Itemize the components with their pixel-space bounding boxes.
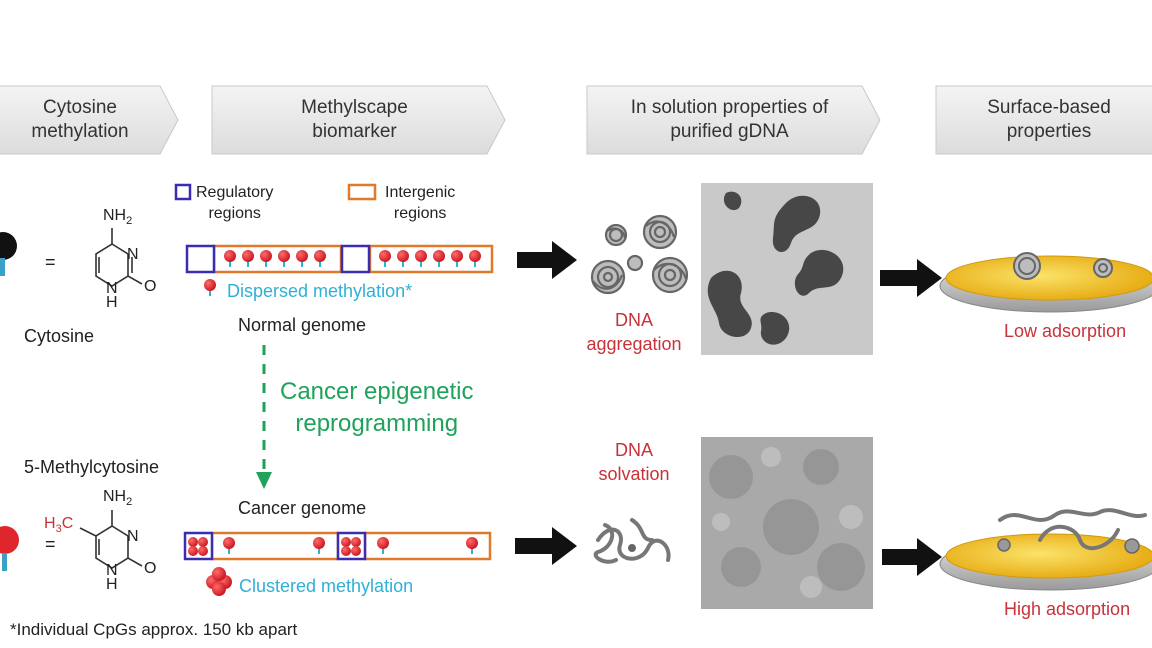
methylcytosine-name: 5-Methylcytosine: [24, 457, 160, 477]
methylcytosine-c-marker: [0, 526, 19, 571]
methylcytosine-methyl-group: H3C: [44, 515, 74, 536]
dna-solvated-illustration: [593, 518, 671, 564]
header-chevron-4: [935, 85, 1152, 155]
cytosine-nh2: NH2: [103, 207, 133, 228]
dispersed-methylation-icon: [203, 278, 217, 297]
arrow-solvation-to-surface: [882, 538, 942, 576]
cancer-genome-label: Cancer genome: [238, 498, 367, 518]
header-chevron-1: [0, 85, 179, 155]
cytosine-structure: [95, 228, 143, 287]
surface-plate-low: [939, 252, 1152, 313]
cytosine-n: N: [127, 246, 139, 263]
dna-aggregates-illustration: [590, 214, 689, 295]
header-chevron-3: [586, 85, 881, 155]
tem-image-solvation: [701, 437, 873, 609]
methylcytosine-equals: =: [45, 534, 56, 554]
header-chevron-2: [211, 85, 506, 155]
arrow-aggregation-to-surface: [880, 259, 942, 297]
reprogramming-arrow: [256, 345, 272, 489]
high-adsorption-label: High adsorption: [1004, 599, 1131, 619]
low-adsorption-label: Low adsorption: [1004, 321, 1127, 341]
tem-image-aggregation: [701, 183, 873, 355]
methylcytosine-structure: [79, 510, 143, 569]
methylcytosine-n: N: [127, 528, 139, 545]
normal-genome-bar: [185, 244, 494, 274]
clustered-methylation-icon: [206, 567, 232, 596]
cytosine-c-marker: [0, 232, 17, 276]
legend-regulatory-swatch: [174, 183, 192, 201]
cytosine-o: O: [144, 278, 157, 295]
cytosine-name: Cytosine: [24, 326, 95, 346]
dispersed-methylation-label: Dispersed methylation*: [227, 281, 413, 301]
arrow-cancer-to-solution: [515, 527, 577, 565]
arrow-normal-to-solution: [517, 241, 577, 279]
clustered-methylation-label: Clustered methylation: [239, 576, 414, 596]
methylcytosine-nh2: NH2: [103, 488, 133, 509]
surface-plate-high: [939, 508, 1152, 591]
methylcytosine-o: O: [144, 560, 157, 577]
legend-intergenic-swatch: [347, 183, 377, 201]
normal-genome-label: Normal genome: [238, 315, 367, 335]
header-chevrons: [0, 85, 1152, 155]
footnote: *Individual CpGs approx. 150 kb apart: [10, 620, 298, 639]
cancer-genome-bar: [183, 531, 492, 561]
cytosine-equals: =: [45, 252, 56, 272]
